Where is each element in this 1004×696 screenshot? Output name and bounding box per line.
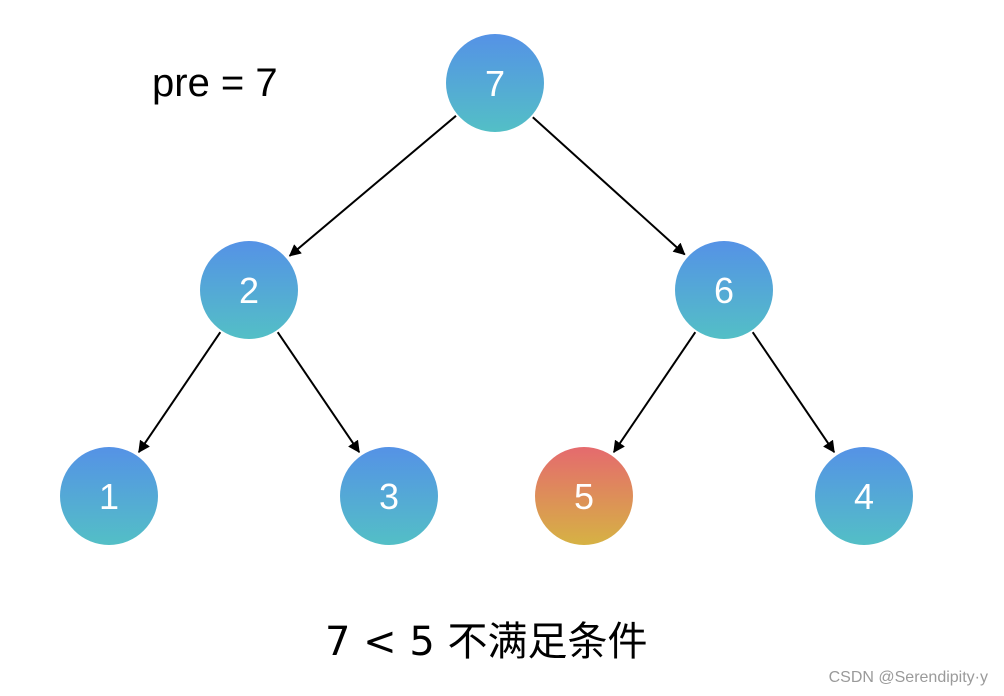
tree-node-6: 6: [675, 241, 773, 339]
tree-node-1: 1: [60, 447, 158, 545]
node-label: 6: [714, 270, 734, 311]
node-label: 4: [854, 476, 874, 517]
node-label: 1: [99, 476, 119, 517]
pre-value-label: pre = 7: [152, 61, 278, 105]
watermark: CSDN @Serendipity·y: [829, 669, 988, 686]
node-label: 7: [485, 63, 505, 104]
tree-node-2: 2: [200, 241, 298, 339]
tree-node-3: 3: [340, 447, 438, 545]
highlighted-node-circle: [535, 447, 633, 545]
tree-node-4: 4: [815, 447, 913, 545]
node-label: 3: [379, 476, 399, 517]
tree-edges: [137, 115, 836, 454]
edge-n7-to-n6: [532, 116, 686, 256]
node-circle: [446, 34, 544, 132]
node-circle: [60, 447, 158, 545]
edge-n6-to-n5: [612, 331, 697, 454]
node-circle: [200, 241, 298, 339]
edge-n2-to-n3: [276, 331, 361, 454]
edge-n7-to-n2: [288, 115, 457, 257]
edge-n6-to-n4: [751, 331, 836, 454]
tree-nodes: 7 2 6 1 3 5 4: [60, 34, 913, 545]
node-circle: [675, 241, 773, 339]
node-label: 2: [239, 270, 259, 311]
comparison-caption: 7 < 5 不满足条件: [325, 619, 648, 665]
edge-n2-to-n1: [137, 331, 222, 454]
node-circle: [340, 447, 438, 545]
node-label: 5: [574, 476, 594, 517]
tree-node-5: 5: [535, 447, 633, 545]
tree-node-7: 7: [446, 34, 544, 132]
node-circle: [815, 447, 913, 545]
